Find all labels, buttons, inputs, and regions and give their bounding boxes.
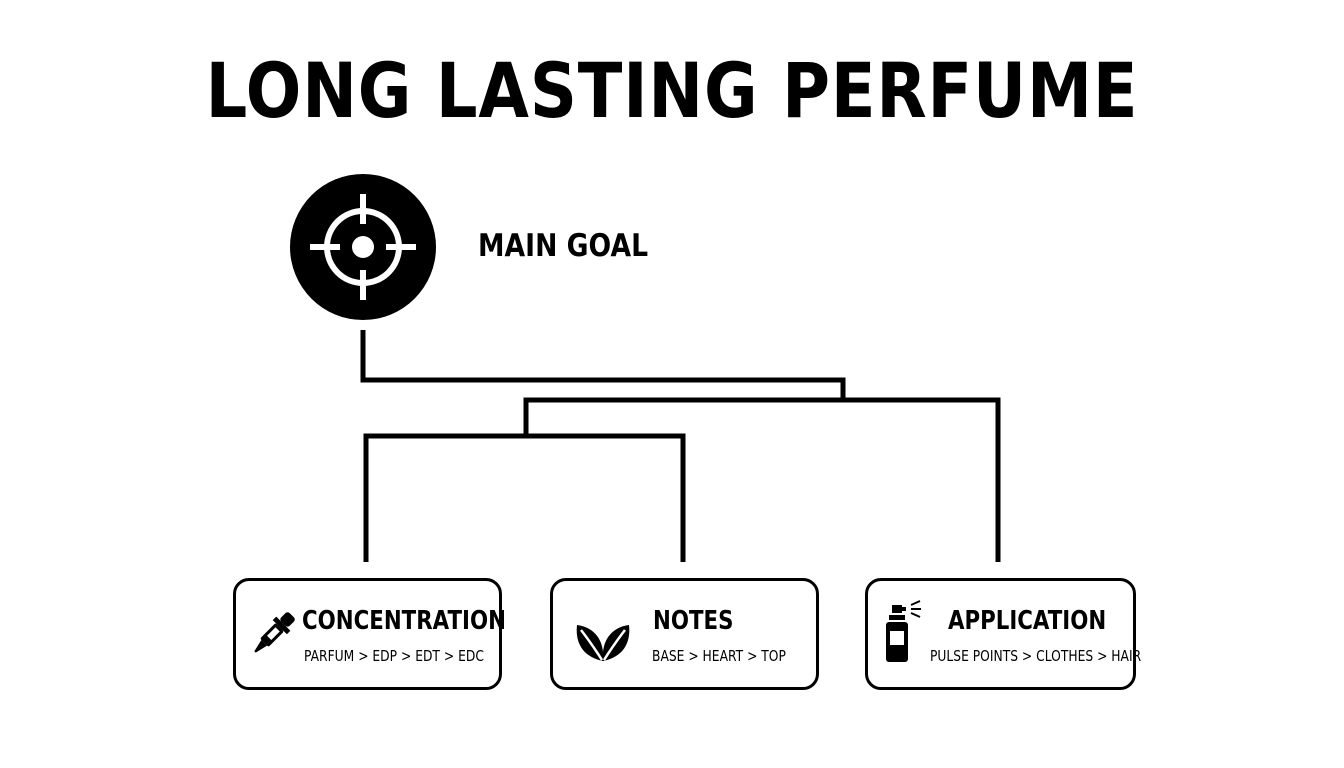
- card-concentration: CONCENTRATION PARFUM > EDP > EDT > EDC: [233, 578, 506, 690]
- dropper-icon: [254, 612, 295, 653]
- card-subtitle-notes: BASE > HEART > TOP: [652, 647, 786, 665]
- connector-hub-to-branch: [523, 397, 843, 436]
- card-subtitle-concentration: PARFUM > EDP > EDT > EDC: [304, 647, 484, 665]
- leaves-icon: [576, 625, 630, 661]
- crosshair-target-icon: [290, 174, 436, 320]
- page-title: LONG LASTING PERFUME: [205, 46, 1139, 135]
- connector-hub-to-application: [843, 397, 1001, 562]
- card-title-notes: NOTES: [653, 606, 734, 636]
- card-application: APPLICATION PULSE POINTS > CLOTHES > HAI…: [865, 578, 1141, 690]
- card-subtitle-application: PULSE POINTS > CLOTHES > HAIR: [930, 647, 1142, 665]
- spray-bottle-icon: [886, 600, 921, 662]
- main-goal-label: MAIN GOAL: [478, 228, 649, 264]
- connector-branch-to-notes: [526, 433, 686, 562]
- connector-goal-to-hub: [360, 330, 846, 400]
- connector-branch-to-concentration: [363, 433, 526, 562]
- card-title-application: APPLICATION: [948, 606, 1107, 636]
- card-notes: NOTES BASE > HEART > TOP: [550, 578, 819, 690]
- card-title-concentration: CONCENTRATION: [302, 606, 506, 636]
